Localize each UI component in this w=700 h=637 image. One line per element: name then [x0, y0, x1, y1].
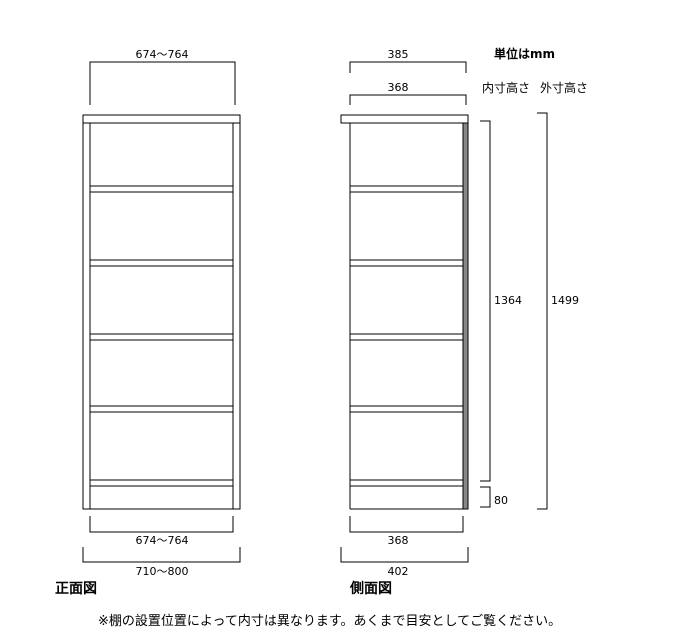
side-inner-depth-bottom-label: 368 [388, 534, 409, 547]
side-base-height-line [480, 486, 491, 508]
inner-height-header: 内寸高さ [482, 80, 530, 95]
front-inner-width-line [89, 516, 234, 533]
side-view: 385 368 1364 80 1499 368 402 側面図 [340, 48, 579, 597]
side-view-title: 側面図 [349, 580, 392, 597]
side-shelf [349, 185, 464, 193]
front-shelf [89, 333, 234, 341]
side-outer-depth-line [340, 547, 469, 563]
side-shelf [349, 333, 464, 341]
side-top-depth-line [349, 61, 467, 73]
footnote: ※棚の設置位置によって内寸は異なります。あくまで目安としてご覧ください。 [98, 613, 561, 629]
unit-label: 単位はmm [494, 46, 555, 61]
front-shelf [89, 259, 234, 267]
side-back-panel [462, 122, 469, 510]
side-top-depth-label: 385 [388, 48, 409, 61]
front-view: 674～764 674～764 710～800 正面図 [55, 48, 241, 597]
front-top-width-line [89, 61, 236, 105]
front-right-panel [232, 122, 241, 510]
front-view-title: 正面図 [55, 581, 97, 597]
side-top-board [340, 114, 469, 124]
side-inner-height-line [480, 120, 491, 482]
side-outer-depth-label: 402 [388, 565, 409, 578]
side-shelf [349, 259, 464, 267]
front-shelf [89, 479, 234, 487]
front-outer-width-line [82, 547, 241, 563]
front-outer-width-label: 710～800 [136, 565, 189, 578]
side-shelf [349, 405, 464, 413]
front-top-width-label: 674～764 [136, 48, 189, 61]
side-shelf [349, 479, 464, 487]
outer-height-header: 外寸高さ [540, 80, 588, 95]
front-shelf [89, 185, 234, 193]
side-outer-height-label: 1499 [551, 294, 579, 307]
front-top-board [82, 114, 241, 124]
side-inner-depth-bottom-line [349, 516, 464, 533]
side-inner-depth-top-label: 368 [388, 81, 409, 94]
front-left-panel [82, 122, 91, 510]
side-inner-height-label: 1364 [494, 294, 522, 307]
side-inner-depth-top-line [349, 94, 467, 105]
front-inner-width-label: 674～764 [136, 534, 189, 547]
side-base-height-label: 80 [494, 494, 508, 507]
side-outer-height-line [537, 112, 548, 510]
front-shelf [89, 405, 234, 413]
